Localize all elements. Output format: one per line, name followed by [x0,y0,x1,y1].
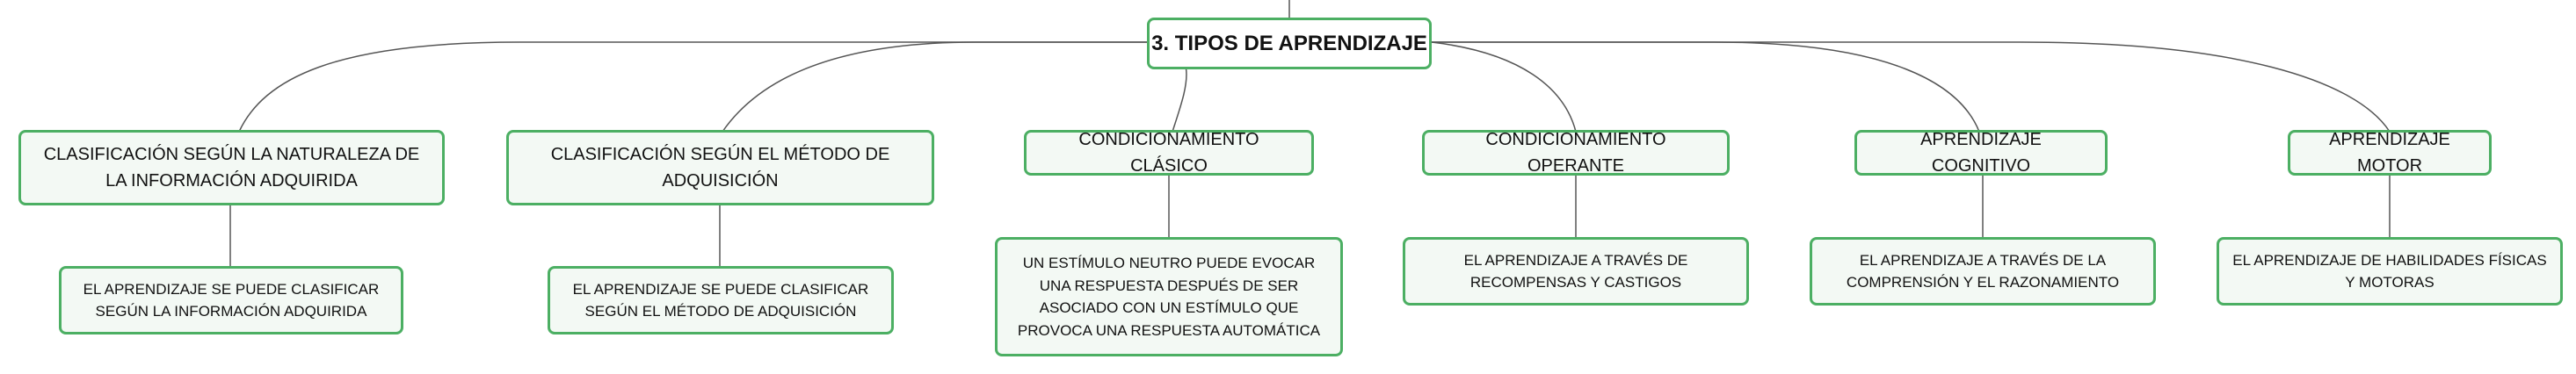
branch-label: CLASIFICACIÓN SEGÚN EL MÉTODO DE ADQUISI… [550,145,890,191]
connector-root-branch-1 [238,41,1147,133]
branch-metodo-adquisicion[interactable]: CLASIFICACIÓN SEGÚN EL MÉTODO DE ADQUISI… [506,130,934,205]
detail-aprendizaje-motor[interactable]: EL APRENDIZAJE DE HABILIDADES FÍSICAS Y … [2217,237,2563,306]
detail-text: EL APRENDIZAJE A TRAVÉS DE LA COMPRENSIÓ… [1846,251,2120,291]
detail-text: UN ESTÍMULO NEUTRO PUEDE EVOCAR UNA RESP… [1017,255,1321,339]
branch-label: CONDICIONAMIENTO OPERANTE [1485,130,1666,176]
root-topic[interactable]: 3. TIPOS DE APRENDIZAJE [1147,18,1432,69]
connector-root-branch-4 [1431,41,1577,133]
root-topic-label: 3. TIPOS DE APRENDIZAJE [1151,31,1427,55]
branch-aprendizaje-motor[interactable]: APRENDIZAJE MOTOR [2288,130,2492,176]
branch-naturaleza-informacion[interactable]: CLASIFICACIÓN SEGÚN LA NATURALEZA DE LA … [18,130,445,205]
detail-naturaleza-informacion[interactable]: EL APRENDIZAJE SE PUEDE CLASIFICAR SEGÚN… [59,266,403,334]
detail-metodo-adquisicion[interactable]: EL APRENDIZAJE SE PUEDE CLASIFICAR SEGÚN… [548,266,894,334]
detail-aprendizaje-cognitivo[interactable]: EL APRENDIZAJE A TRAVÉS DE LA COMPRENSIÓ… [1810,237,2156,306]
detail-text: EL APRENDIZAJE SE PUEDE CLASIFICAR SEGÚN… [83,280,380,320]
branch-condicionamiento-operante[interactable]: CONDICIONAMIENTO OPERANTE [1422,130,1730,176]
detail-condicionamiento-operante[interactable]: EL APRENDIZAJE A TRAVÉS DE RECOMPENSAS Y… [1403,237,1749,306]
branch-label: CLASIFICACIÓN SEGÚN LA NATURALEZA DE LA … [43,145,420,191]
detail-condicionamiento-clasico[interactable]: UN ESTÍMULO NEUTRO PUEDE EVOCAR UNA RESP… [995,237,1343,356]
branch-aprendizaje-cognitivo[interactable]: APRENDIZAJE COGNITIVO [1854,130,2108,176]
connector-root-branch-2 [722,41,1147,133]
detail-text: EL APRENDIZAJE A TRAVÉS DE RECOMPENSAS Y… [1463,251,1688,291]
detail-text: EL APRENDIZAJE SE PUEDE CLASIFICAR SEGÚN… [572,280,869,320]
branch-label: APRENDIZAJE MOTOR [2329,130,2450,176]
connector-root-branch-6 [1432,41,2391,133]
branch-label: CONDICIONAMIENTO CLÁSICO [1078,130,1259,176]
detail-text: EL APRENDIZAJE DE HABILIDADES FÍSICAS Y … [2232,251,2547,291]
connector-root-branch-5 [1432,41,1980,133]
branch-condicionamiento-clasico[interactable]: CONDICIONAMIENTO CLÁSICO [1024,130,1314,176]
branch-label: APRENDIZAJE COGNITIVO [1920,130,2042,176]
